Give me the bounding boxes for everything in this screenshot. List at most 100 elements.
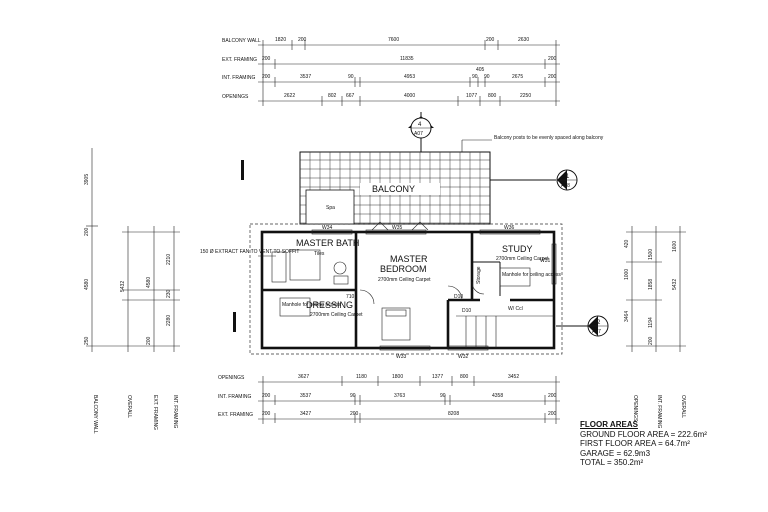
- dim-value: 200: [548, 74, 557, 80]
- section-ref: A08: [561, 183, 570, 189]
- dim-value: 4000: [404, 93, 415, 99]
- dim-label: EXT. FRAMING: [152, 395, 158, 430]
- window-tag: W32: [458, 354, 469, 360]
- note-text: 150 Ø EXTRACT FAN TO VENT TO SOFFIT: [200, 249, 299, 255]
- dim-value: 3763: [394, 393, 405, 399]
- master-bedroom-label-2: BEDROOM: [380, 264, 427, 274]
- dim-value: 800: [460, 374, 469, 380]
- room-labels: MASTER BATH Tiles DRESSING 2700mm Ceilin…: [282, 238, 561, 318]
- dim-label: INT. FRAMING: [172, 395, 178, 428]
- door-tag: D10: [462, 308, 471, 314]
- dim-row-label: OPENINGS: [222, 94, 249, 100]
- dim-value: 2630: [518, 37, 529, 43]
- dim-value: 4580: [84, 279, 90, 290]
- dim-value: 1500: [648, 249, 654, 260]
- dressing-label: DRESSING: [306, 300, 353, 310]
- dim-value: 2250: [520, 93, 531, 99]
- dim-value: 200: [262, 411, 271, 417]
- dim-value: 420: [624, 239, 630, 248]
- dim-value: 1858: [648, 279, 654, 290]
- dim-row-label: OPENINGS: [218, 375, 245, 381]
- dim-value: 5432: [120, 281, 126, 292]
- dim-value: 2280: [166, 315, 172, 326]
- garage-area: GARAGE = 62.9m3: [580, 448, 651, 458]
- dim-value: 4580: [146, 277, 152, 288]
- section-marker-2: 2 A07: [556, 315, 609, 337]
- dim-value: 667: [346, 93, 355, 99]
- window-tags: W34 W35 W36 W31 W33 W32 D10 D10 710: [322, 225, 551, 360]
- note-text: Balcony posts to be evenly spaced along …: [494, 135, 604, 141]
- dim-row-label: EXT. FRAMING: [218, 412, 253, 418]
- dim-value: 4953: [404, 74, 415, 80]
- right-dimensions: 420 1000 3464 1500 1858 1194 200 5432 16…: [624, 226, 686, 428]
- wc-label: W/ Ccl: [508, 306, 523, 312]
- dim-value: 7600: [388, 37, 399, 43]
- dim-value: 230: [166, 289, 172, 298]
- dim-value: 2210: [166, 254, 172, 265]
- dim-value: 250: [84, 336, 90, 345]
- dim-row-label: INT. FRAMING: [218, 394, 251, 400]
- section-number: 2: [597, 320, 601, 326]
- dim-value: 200: [648, 336, 654, 345]
- dim-value: 2675: [512, 74, 523, 80]
- floor-areas-title: FLOOR AREAS: [580, 420, 638, 429]
- ground-floor-area: GROUND FLOOR AREA = 222.6m²: [580, 429, 707, 439]
- dim-value: 5432: [672, 279, 678, 290]
- window-tag: W35: [392, 225, 403, 231]
- dim-value: 200: [486, 37, 495, 43]
- dim-value: 3537: [300, 74, 311, 80]
- dim-value: 200: [146, 336, 152, 345]
- dim-value: 3452: [508, 374, 519, 380]
- dim-value: 90: [484, 74, 490, 80]
- dim-value: 200: [298, 37, 307, 43]
- window-tag: W34: [322, 225, 333, 231]
- left-dimensions: 3905 200 4580 5432 4580 2210 230 2280 20…: [84, 148, 180, 434]
- dim-value: 200: [262, 393, 271, 399]
- dim-value: 200: [548, 411, 557, 417]
- dim-value: 90: [472, 74, 478, 80]
- dim-label: INT. FRAMING: [656, 395, 662, 428]
- dim-value: 1600: [672, 241, 678, 252]
- dim-value: 3427: [300, 411, 311, 417]
- dim-value: 802: [328, 93, 337, 99]
- dim-value: 8208: [448, 411, 459, 417]
- dim-value: 2622: [284, 93, 295, 99]
- dim-value: 405: [476, 67, 485, 73]
- section-number: 4: [418, 122, 422, 128]
- dim-value: 200: [350, 411, 359, 417]
- dim-label: OVERALL: [126, 395, 132, 418]
- window-tag: W33: [396, 354, 407, 360]
- dim-value: 200: [548, 393, 557, 399]
- section-marker-1: 1 A08: [241, 160, 578, 191]
- dim-value: 1077: [466, 93, 477, 99]
- spa-box: [305, 189, 355, 225]
- extract-fan-note: 150 Ø EXTRACT FAN TO VENT TO SOFFIT: [200, 249, 299, 257]
- house-walls: [233, 221, 563, 355]
- top-dimensions: BALCONY WALL 1820 200 7600 200 2630 EXT.…: [222, 37, 560, 106]
- dim-value: 200: [84, 227, 90, 236]
- section-ref: A07: [592, 329, 601, 335]
- dim-label: BALCONY WALL: [92, 395, 98, 434]
- storage-label: Storage: [476, 266, 482, 284]
- door-tag: D10: [454, 294, 463, 300]
- window-tag: W36: [504, 225, 515, 231]
- dim-value: 4358: [492, 393, 503, 399]
- bottom-dimensions: OPENINGS 3627 1180 1800 1377 800 3452 IN…: [218, 374, 560, 424]
- dim-value: 200: [262, 74, 271, 80]
- dim-value: 1194: [648, 317, 654, 328]
- dim-value: 800: [488, 93, 497, 99]
- dim-value: 1180: [356, 374, 367, 380]
- dim-value: 3464: [624, 311, 630, 322]
- dressing-sub: 2700mm Ceiling Carpet: [310, 312, 363, 318]
- study-label: STUDY: [502, 244, 533, 254]
- manhole-label-2: Manhole for ceiling access: [502, 272, 561, 278]
- dim-value: 1000: [624, 269, 630, 280]
- dim-value: 90: [440, 393, 446, 399]
- dim-row-label: INT. FRAMING: [222, 75, 255, 81]
- dim-value: 90: [350, 393, 356, 399]
- floor-areas-block: FLOOR AREAS GROUND FLOOR AREA = 222.6m² …: [580, 420, 750, 468]
- dim-value: 3627: [298, 374, 309, 380]
- door-tag: 710: [346, 294, 355, 300]
